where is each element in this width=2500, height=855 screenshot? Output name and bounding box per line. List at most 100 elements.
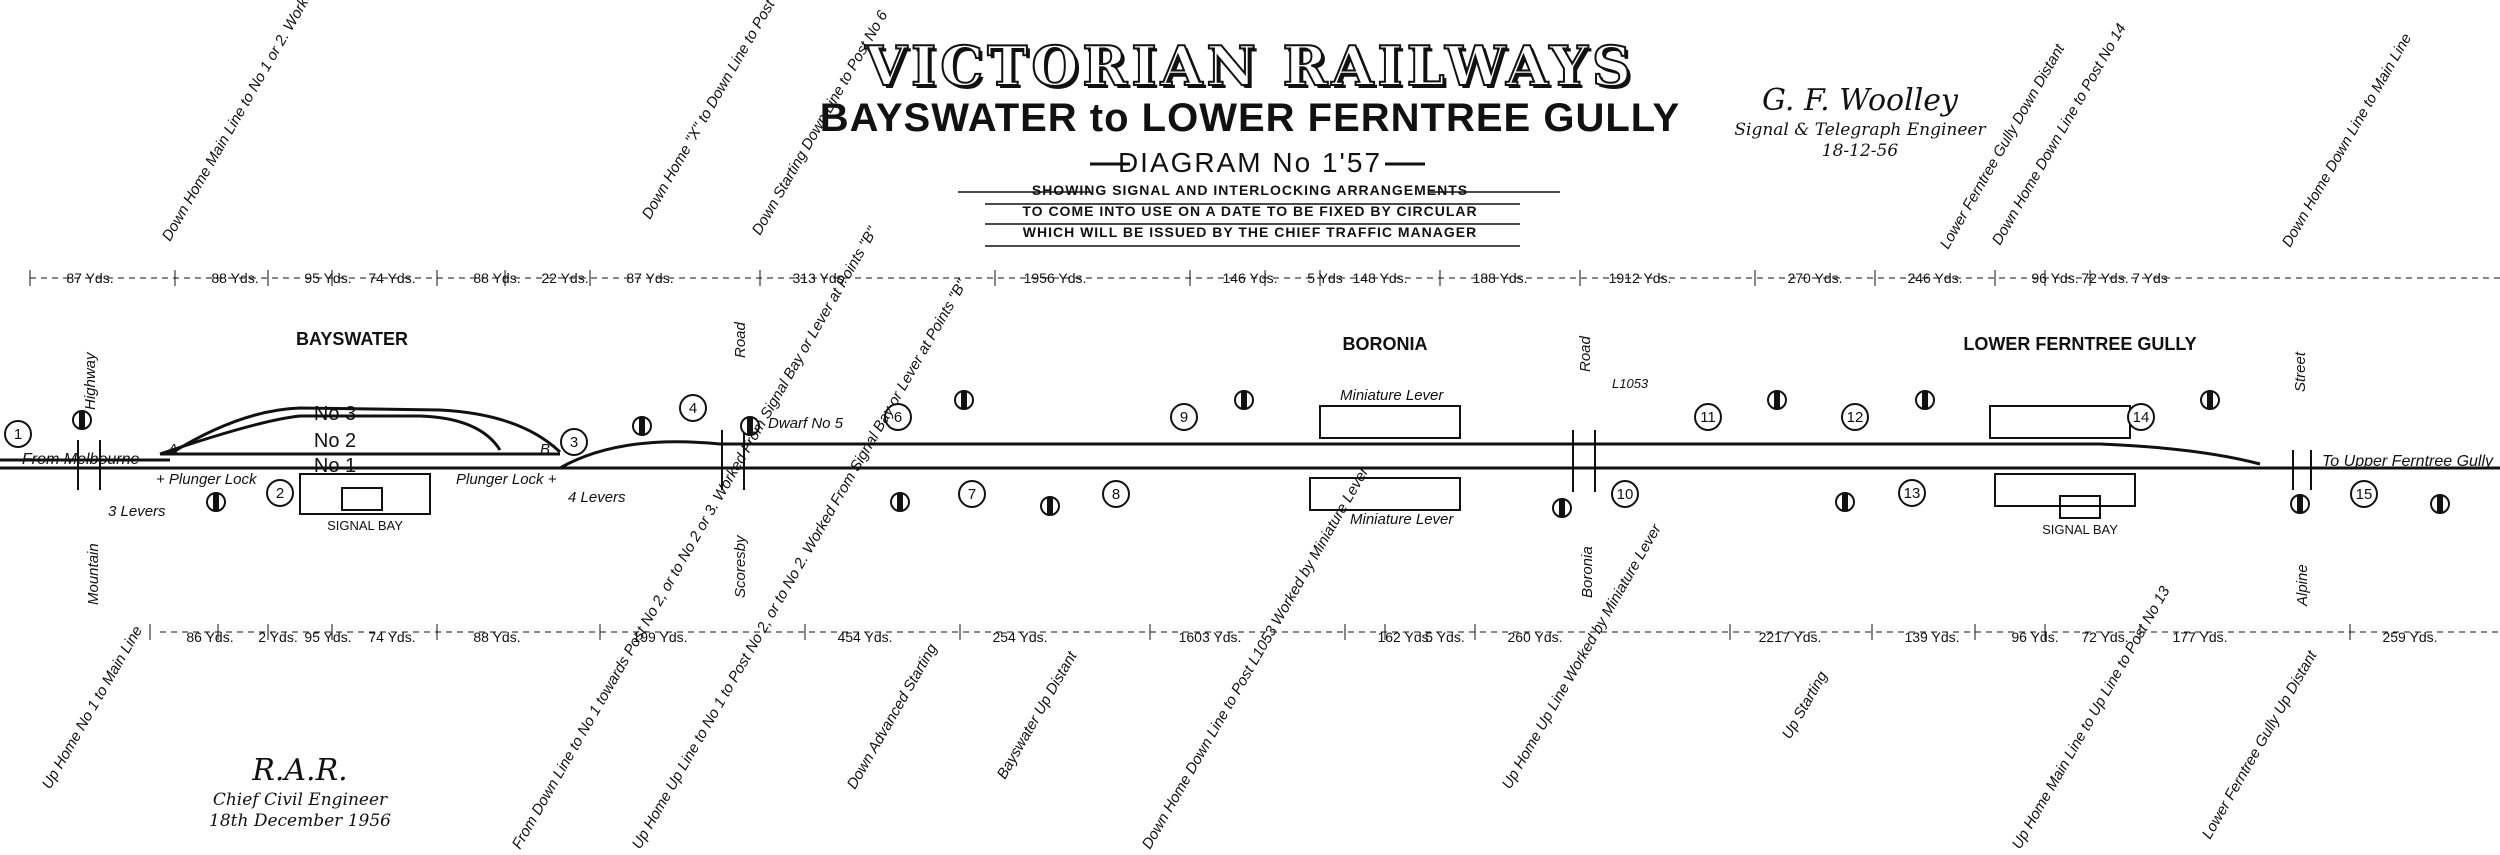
post-number: 13 (1904, 485, 1921, 502)
engineer-title: Signal & Telegraph Engineer (1734, 119, 1986, 140)
top-dimension: 246 Yds. (1907, 270, 1962, 286)
bottom-dimension: 139 Yds. (1904, 629, 1959, 645)
levers-label: 4 Levers (568, 489, 626, 506)
post-number-circle (2350, 480, 2378, 508)
miniature-lever-label: Miniature Lever (1340, 387, 1444, 404)
signal-arm-icon (2297, 496, 2303, 512)
post-number: 11 (1700, 409, 1716, 426)
top-dimension: 270 Yds. (1787, 270, 1842, 286)
bottom-dimension: 74 Yds. (368, 629, 415, 645)
signal-annotation: Down Advanced Starting (844, 640, 941, 792)
post-number-circle (1170, 403, 1198, 431)
top-dimension: 313 Yds. (792, 270, 847, 286)
l1053-label: L1053 (1612, 376, 1649, 391)
signal-annotation: Lower Ferntree Gully Up Distant (2199, 647, 2321, 842)
civil-date: 18th December 1956 (209, 810, 391, 831)
bottom-dimension: 2 Yds. (258, 629, 297, 645)
top-dimension: 87 Yds. (626, 270, 673, 286)
bottom-dimension: 5 Yds. (1425, 629, 1464, 645)
signal-arm-icon (1922, 392, 1928, 408)
no3-road (169, 406, 562, 456)
signal-annotation: Down Home Down Line to Main Line (2279, 31, 2415, 250)
bottom-dimension: 95 Yds. (304, 629, 351, 645)
top-dimension: 146 Yds. (1222, 270, 1277, 286)
to-label: To Upper Ferntree Gully (2322, 453, 2494, 470)
top-dimension: 88 Yds. (211, 270, 258, 286)
signal-bay-label: SIGNAL BAY (2042, 522, 2118, 537)
bottom-dimension: 199 Yds. (632, 629, 687, 645)
post-number-circle (958, 480, 986, 508)
bayswater-platform (299, 473, 431, 515)
levers-label: 3 Levers (108, 503, 166, 520)
engineer-date: 18-12-56 (1821, 140, 1899, 161)
post-number: 4 (689, 400, 697, 417)
post-number-circle (2127, 403, 2155, 431)
signal-arm-icon (2207, 392, 2213, 408)
top-dimension: 22 Yds. (541, 270, 588, 286)
civil-signature: R.A.R. (252, 753, 348, 788)
road-name: Road (732, 321, 749, 358)
post-number: 2 (276, 485, 284, 502)
signal-bay-icon (341, 487, 383, 511)
road-name: Mountain (85, 543, 102, 605)
signal-arm-icon (213, 494, 219, 510)
post-number: 14 (2133, 409, 2150, 426)
post-number: 3 (570, 434, 578, 451)
bottom-dimension: 86 Yds. (186, 629, 233, 645)
post-number: 8 (1112, 486, 1120, 503)
post-number-circle (679, 394, 707, 422)
no2-road (159, 414, 502, 456)
top-dimension: 5 Yds (1307, 270, 1343, 286)
track-label: No 2 (314, 430, 356, 452)
post-number: 7 (968, 486, 976, 503)
post-number: 9 (1180, 409, 1188, 426)
miniature-lever-down (1319, 405, 1461, 439)
top-dimension: 96 Yds. (2031, 270, 2078, 286)
signal-arm-icon (1774, 392, 1780, 408)
bottom-dimension: 88 Yds. (473, 629, 520, 645)
signal-arm-icon (79, 412, 85, 428)
road-name: Street (2292, 351, 2309, 392)
from-label: From Melbourne (22, 451, 139, 468)
track-label: No 1 (314, 455, 356, 477)
post-number: 10 (1617, 486, 1634, 503)
post-number-circle (4, 420, 32, 448)
signal-bay-icon (2059, 495, 2101, 519)
signal-arm-icon (1241, 392, 1247, 408)
signal-annotation: Down Home Down Line to Post L1053 Worked… (1139, 464, 1373, 852)
civil-title: Chief Civil Engineer (212, 789, 388, 810)
points-label: A (167, 441, 178, 458)
bottom-dimension: 96 Yds. (2011, 629, 2058, 645)
post-number-circle (1102, 480, 1130, 508)
bottom-dimension: 2217 Yds. (1759, 629, 1822, 645)
top-dimension: 74 Yds. (368, 270, 415, 286)
plunger-lock-label: + Plunger Lock (156, 471, 258, 488)
signal-arm-icon (2437, 496, 2443, 512)
dwarf-label: Dwarf No 5 (768, 415, 844, 432)
signal-arm-icon (747, 418, 753, 434)
top-dimension: 88 Yds. (473, 270, 520, 286)
engineer-signature: G. F. Woolley (1762, 83, 1958, 118)
signal-annotation: Up Home Main Line to Up Line to Post No … (2009, 583, 2174, 852)
top-dimension: 188 Yds. (1472, 270, 1527, 286)
post-number-circle (1898, 479, 1926, 507)
miniature-lever-up (1309, 477, 1461, 511)
post-number-circle (560, 428, 588, 456)
road-name: Scoresby (732, 534, 749, 598)
signal-arm-icon (897, 494, 903, 510)
signal-engineer-block: G. F. Woolley Signal & Telegraph Enginee… (1700, 82, 2020, 162)
signal-annotation: Up Home No 1 to Main Line (39, 623, 146, 792)
post-number-circle (266, 479, 294, 507)
bottom-dimension: 177 Yds. (2172, 629, 2227, 645)
bottom-dimension: 162 Yds. (1377, 629, 1432, 645)
down-line (559, 440, 2261, 470)
miniature-lever-label: Miniature Lever (1350, 511, 1454, 528)
dimension-lines: 87 Yds.88 Yds.95 Yds.74 Yds.88 Yds.22 Yd… (29, 270, 2500, 645)
signal-arm-icon (1842, 494, 1848, 510)
bottom-dimension: 72 Yds. (2081, 629, 2128, 645)
post-number: 12 (1847, 409, 1864, 426)
bottom-dimension: 254 Yds. (992, 629, 1047, 645)
